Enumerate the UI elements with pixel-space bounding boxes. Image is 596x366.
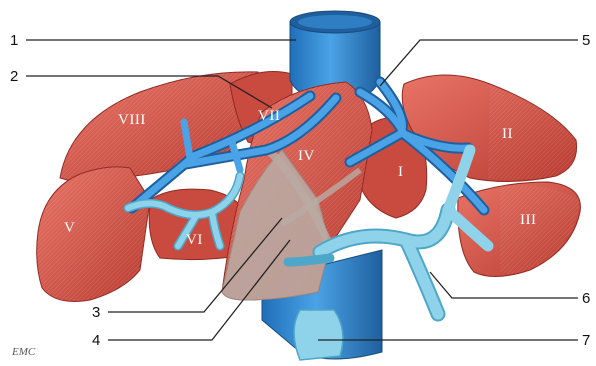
callout-6: 6 (582, 290, 590, 307)
segment-label-vii: VII (258, 108, 280, 124)
segment-label-iv: IV (298, 148, 315, 164)
segment-label-vi: VI (186, 232, 203, 248)
callout-5: 5 (582, 32, 590, 49)
callout-1: 1 (10, 32, 18, 49)
publisher-logo-text: EMC (11, 346, 36, 358)
publisher-logo: EMC (11, 346, 36, 358)
segment-v (37, 167, 150, 302)
callout-2: 2 (10, 68, 18, 85)
segment-label-v: V (64, 220, 75, 236)
segment-label-i: I (398, 164, 404, 180)
callout-7: 7 (582, 332, 590, 349)
callout-4: 4 (92, 332, 100, 349)
segment-label-ii: II (502, 126, 513, 142)
segment-ii (402, 75, 576, 182)
callout-3: 3 (92, 304, 100, 321)
segment-label-iii: III (520, 212, 537, 228)
segment-label-viii: VIII (118, 112, 146, 128)
